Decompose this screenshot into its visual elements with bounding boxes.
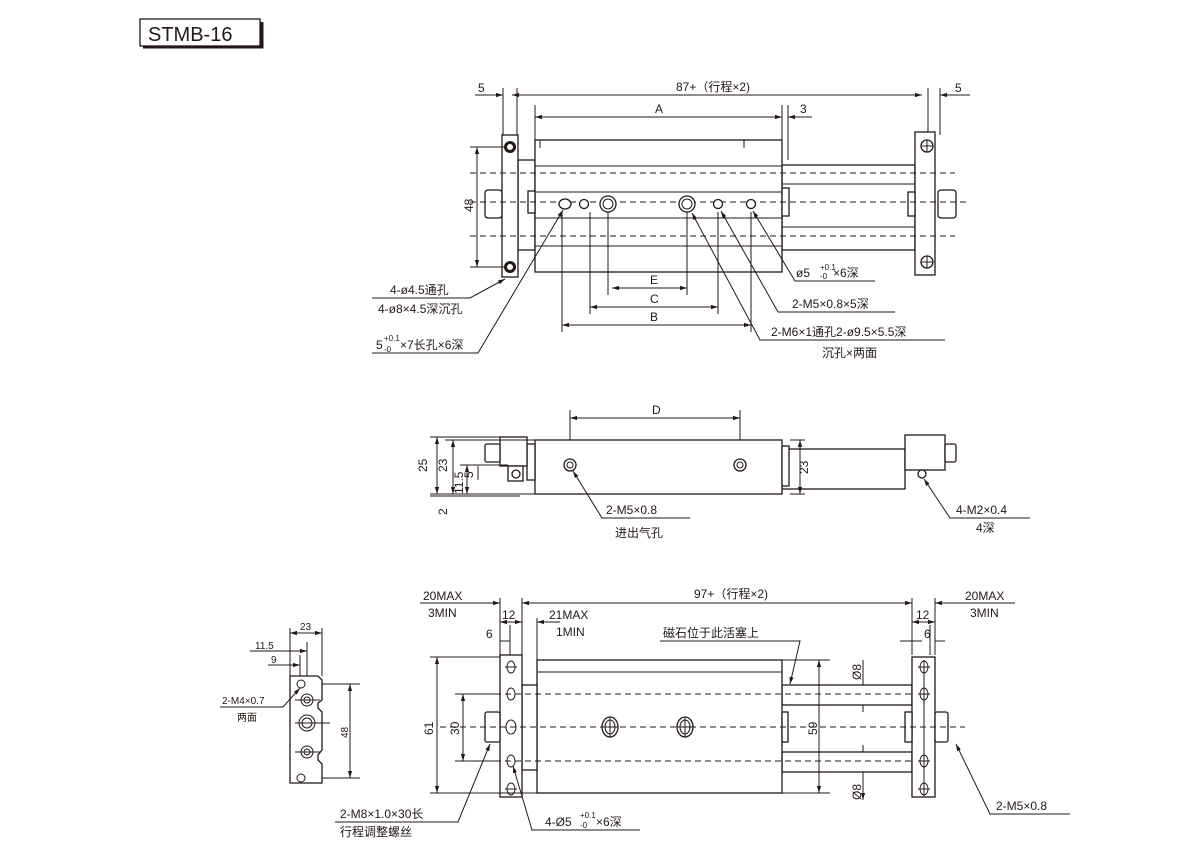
end-view: 23 11.5 9 48 2-M4×0.7 两面 <box>220 622 360 784</box>
dim-11-5-end: 11.5 <box>255 641 274 652</box>
side-view: D 25 23 11.5 5 2 23 2-M5×0.8 进出气孔 4-M2×0… <box>416 403 1030 540</box>
plate-holes <box>505 660 930 796</box>
note-air-port: 2-M5×0.8 <box>606 503 657 517</box>
note-through-hole: 4-ø4.5通孔 <box>390 283 449 297</box>
dim-overall: 87+（行程×2) <box>676 79 750 94</box>
dim-dia8-top: Ø8 <box>850 664 864 680</box>
note-pin-tol-up: +0.1 <box>820 263 836 272</box>
note-pin-bottom-rest: ×6深 <box>596 815 622 829</box>
note-air-port-label: 进出气孔 <box>615 525 663 540</box>
dim-dia8-bottom: Ø8 <box>850 784 864 800</box>
model-title: STMB-16 <box>148 24 232 46</box>
dim-23-end: 23 <box>300 622 312 633</box>
note-m5-bottom: 2-M5×0.8 <box>996 799 1047 813</box>
dim-12-right: 12 <box>916 608 930 622</box>
note-pin-rest: ×6深 <box>833 266 859 280</box>
dim-adjust-max: 21MAX <box>549 608 588 622</box>
note-counterbore: 4-ø8×4.5深沉孔 <box>378 302 462 316</box>
title-box: STMB-16 <box>139 18 264 49</box>
note-stroke-screw-label: 行程调整螺丝 <box>340 824 412 839</box>
note-slot-rest: ×7长孔×6深 <box>400 338 463 352</box>
cylinder-body <box>534 139 783 273</box>
dim-12-left: 12 <box>502 608 516 622</box>
dim-6-right: 6 <box>924 627 931 641</box>
dim-a: A <box>655 102 663 116</box>
dim-d: D <box>652 403 661 417</box>
dim-9-end: 9 <box>271 655 277 666</box>
top-view: 87+（行程×2) 5 5 A 3 <box>372 79 970 360</box>
dim-2: 2 <box>436 508 450 515</box>
dim-5-left: 5 <box>478 81 485 95</box>
dim-61: 61 <box>422 721 436 735</box>
dim-59: 59 <box>806 721 820 735</box>
note-m4-both-sides: 两面 <box>237 713 257 724</box>
note-m2-depth: 4深 <box>976 521 995 535</box>
dim-30: 30 <box>448 721 462 735</box>
note-pin-tol-down: -0 <box>820 272 828 281</box>
dim-adjust-min: 1MIN <box>556 625 585 639</box>
dim-e: E <box>650 273 658 287</box>
end-plate-left-bottom <box>499 654 523 798</box>
note-m5-thread: 2-M5×0.8×5深 <box>792 297 869 311</box>
dim-48: 48 <box>462 198 476 212</box>
note-pin-bottom-base: 4-Ø5 <box>545 815 572 829</box>
dim-23: 23 <box>436 458 450 472</box>
dim-5: 5 <box>462 471 476 478</box>
dim-6-left: 6 <box>486 627 493 641</box>
note-pin-bottom-tol-up: +0.1 <box>580 811 596 820</box>
dim-25: 25 <box>416 458 430 472</box>
note-m4-thread: 2-M4×0.7 <box>222 696 265 707</box>
dim-11-5: 11.5 <box>452 471 466 494</box>
dim-5-right: 5 <box>955 81 962 95</box>
note-pin-base: ø5 <box>796 266 810 280</box>
dim-overall-bottom: 97+（行程×2) <box>694 586 768 601</box>
adjust-nut-right <box>937 189 957 219</box>
dim-23-right: 23 <box>797 460 811 474</box>
dim-left-max: 20MAX <box>423 589 462 603</box>
note-slot-tol-down: -0 <box>384 345 392 354</box>
bottom-view: 97+（行程×2) 20MAX 3MIN 20MAX 3MIN 12 6 21M… <box>335 586 1070 839</box>
end-plate-right <box>914 131 936 276</box>
end-plate-left <box>501 134 519 278</box>
dim-right-max: 20MAX <box>965 589 1004 603</box>
dim-right-min: 3MIN <box>970 606 999 620</box>
dim-48-end: 48 <box>340 726 351 738</box>
note-m6-both-sides: 沉孔×两面 <box>822 346 877 360</box>
note-slot-tol-up: +0.1 <box>384 334 400 343</box>
note-slot-base: 5 <box>376 338 383 352</box>
note-m2-thread: 4-M2×0.4 <box>956 503 1007 517</box>
note-stroke-screw: 2-M8×1.0×30长 <box>340 807 423 821</box>
dim-c: C <box>650 292 659 306</box>
end-plate-profile <box>289 675 323 784</box>
note-magnet: 磁石位于此活塞上 <box>663 625 759 640</box>
dim-left-min: 3MIN <box>428 606 457 620</box>
adjust-nut-left <box>484 189 503 219</box>
dim-b: B <box>650 310 658 324</box>
note-m6-through: 2-M6×1通孔2-ø9.5×5.5深 <box>771 325 906 339</box>
note-pin-bottom-tol-down: -0 <box>580 821 588 830</box>
dim-3: 3 <box>800 102 807 116</box>
